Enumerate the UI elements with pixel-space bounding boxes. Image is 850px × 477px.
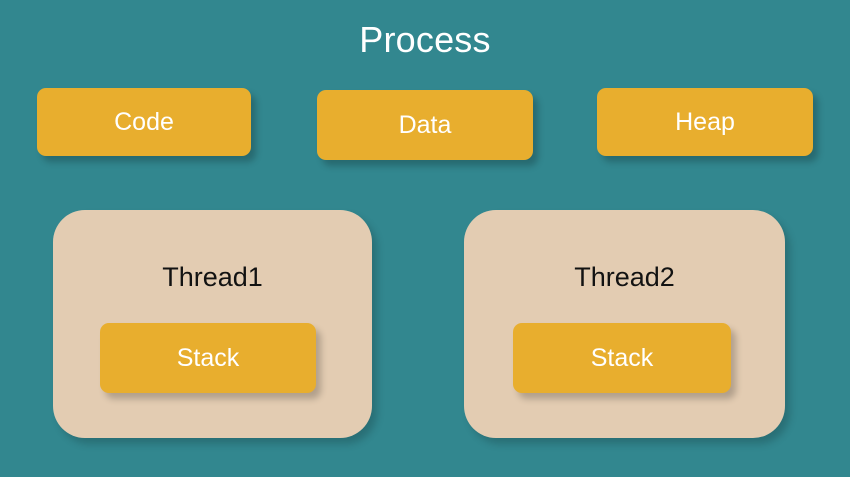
stack-box-thread2: Stack <box>513 323 731 393</box>
stack-label-thread2: Stack <box>590 344 654 372</box>
thread-label-thread2: Thread2 <box>574 262 675 292</box>
segment-label-data: Data <box>398 111 452 139</box>
segment-label-heap: Heap <box>675 108 735 136</box>
thread-label-thread1: Thread1 <box>162 262 263 292</box>
thread-container-thread2: Thread2 Stack <box>464 210 785 438</box>
thread-container-thread1: Thread1 Stack <box>53 210 372 438</box>
segment-label-code: Code <box>114 108 174 136</box>
segment-box-code: Code <box>37 88 251 156</box>
stack-label-thread1: Stack <box>176 344 240 372</box>
page-title: Process <box>359 19 491 60</box>
segment-box-data: Data <box>317 90 533 160</box>
segment-box-heap: Heap <box>597 88 813 156</box>
stack-box-thread1: Stack <box>100 323 316 393</box>
